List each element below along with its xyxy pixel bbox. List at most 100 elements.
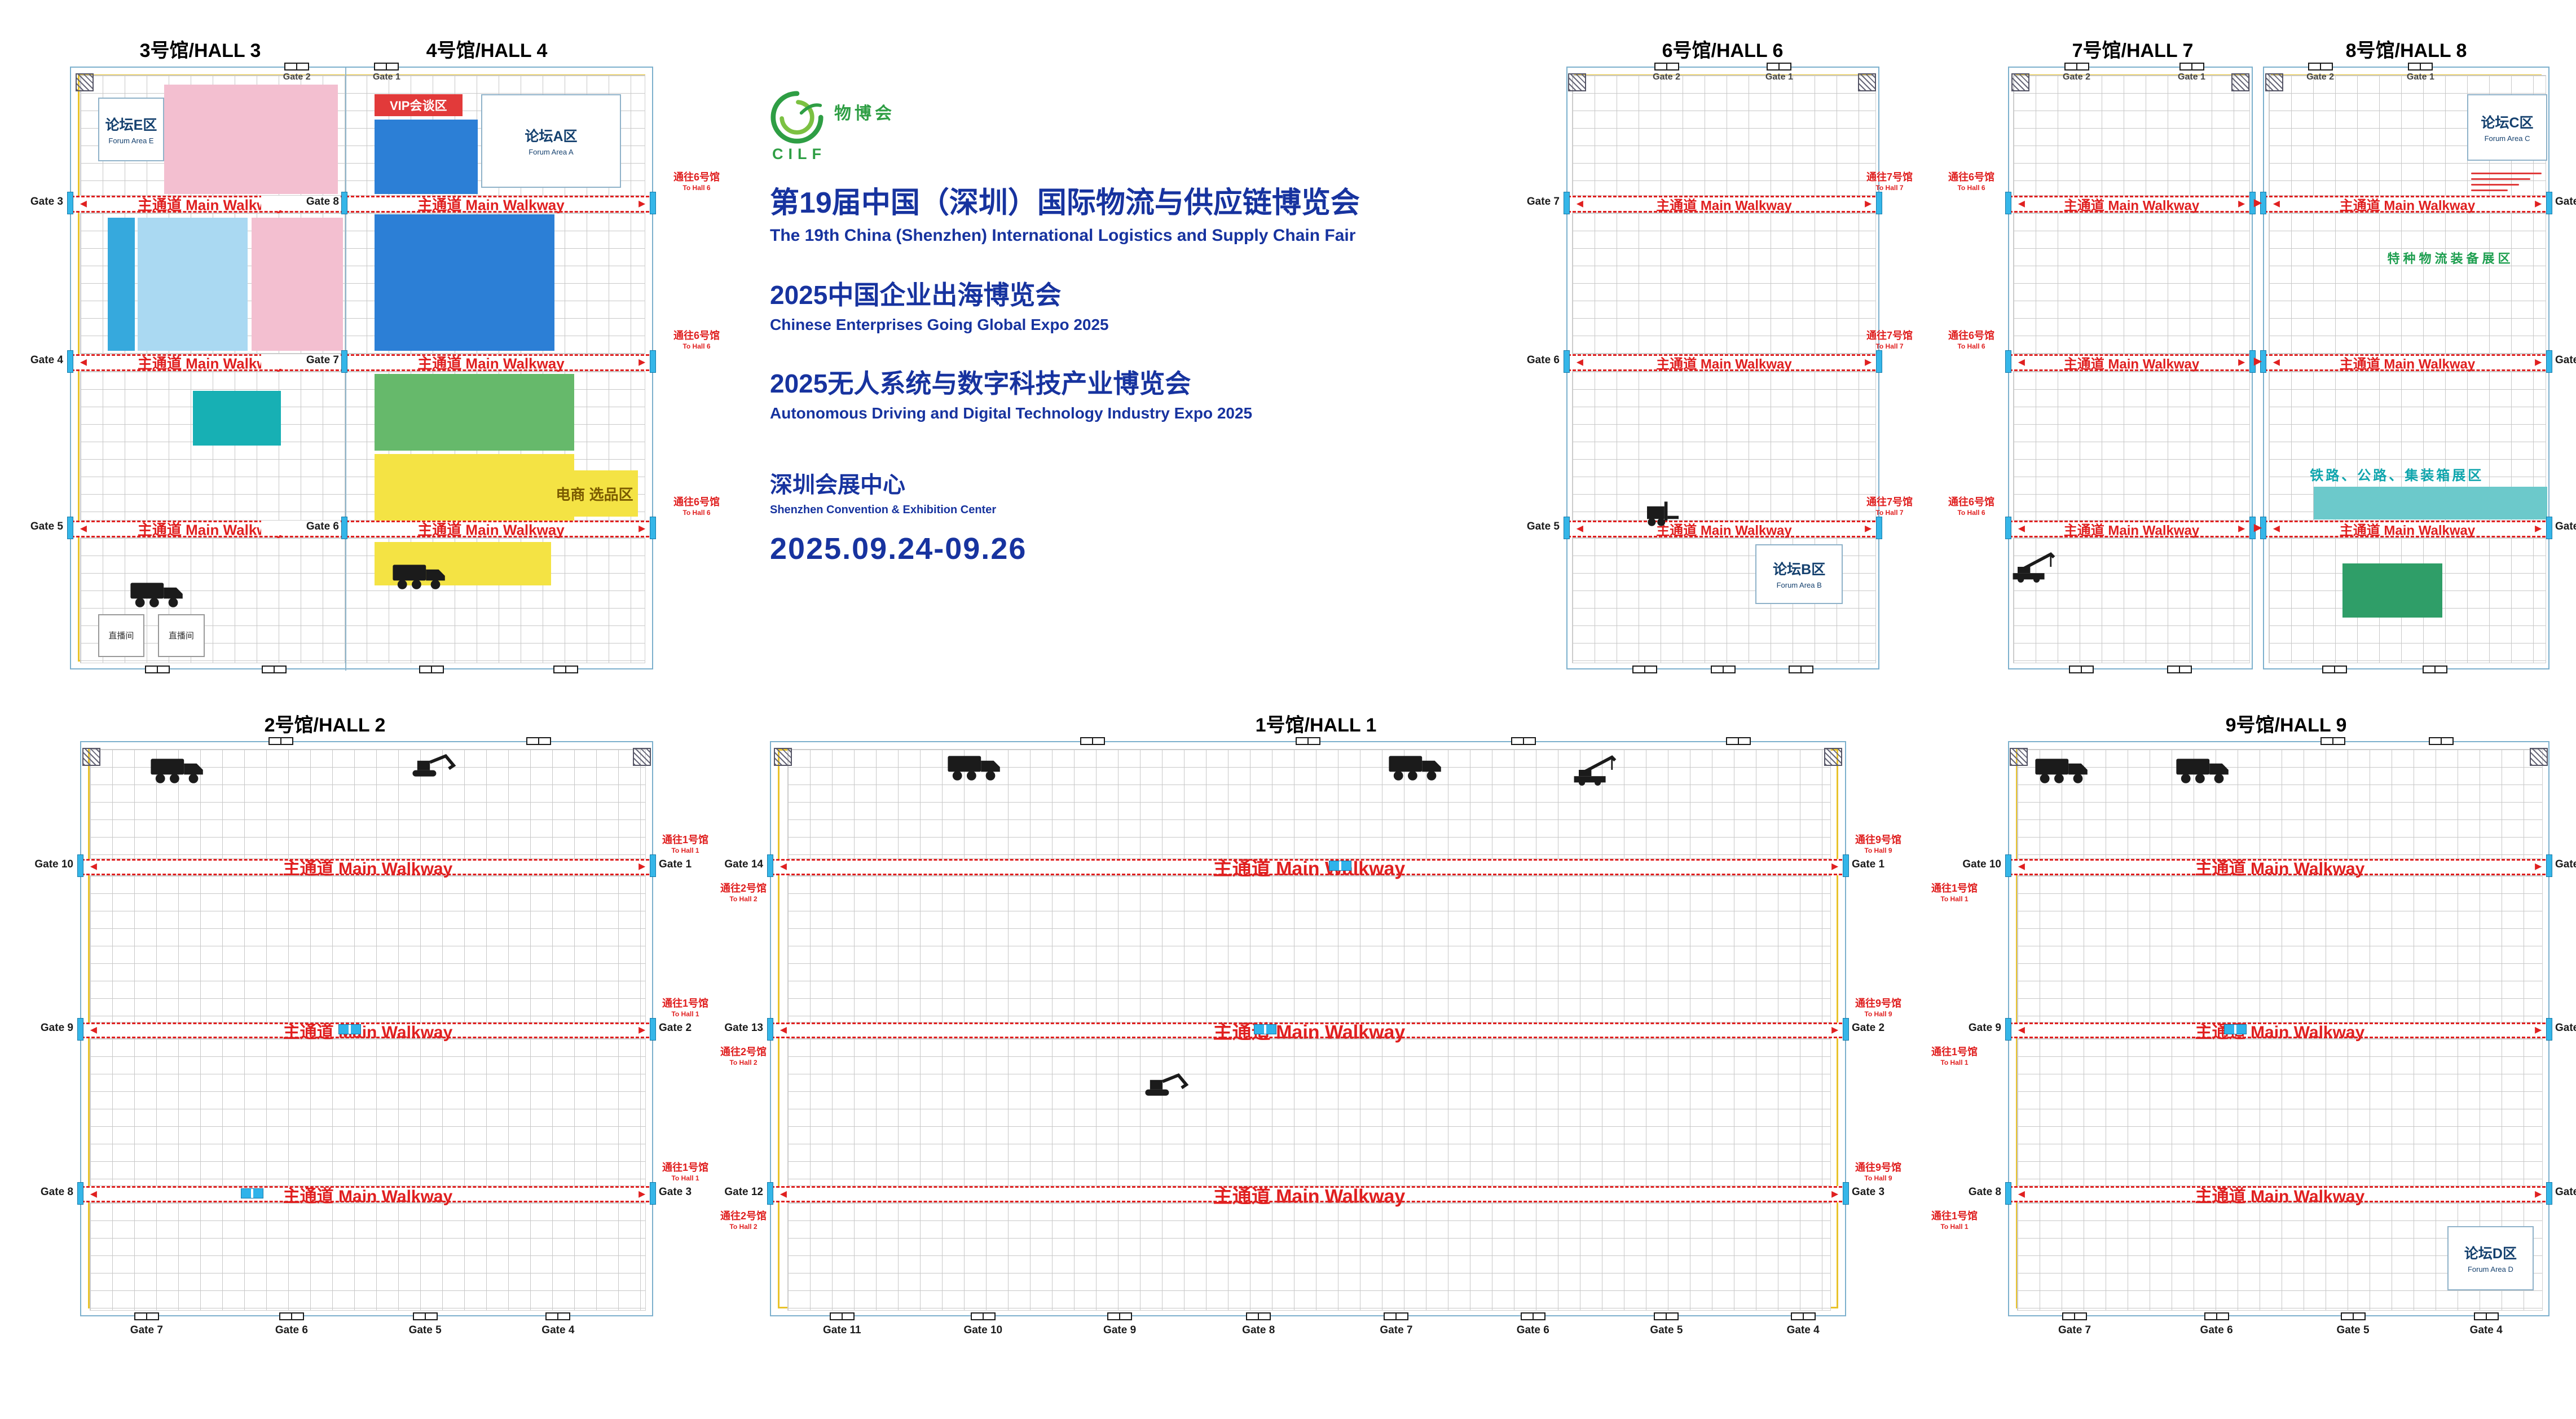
gate-label: Gate 1 bbox=[372, 72, 400, 82]
event-2-title-zh: 2025中国企业出海博览会 bbox=[770, 280, 1062, 310]
gate-door-icon bbox=[2260, 192, 2266, 215]
event-dates: 2025.09.24-09.26 bbox=[770, 531, 1027, 566]
walkway-label: 主通道 Main Walkway bbox=[1656, 523, 1792, 539]
connector-en: To Hall 6 bbox=[682, 184, 711, 192]
walkway-label: 主通道 Main Walkway bbox=[137, 196, 285, 214]
hall-block-hall-8: 主通道 Main Walkway◄►主通道 Main Walkway◄►主通道 … bbox=[2263, 67, 2551, 669]
booth-section bbox=[90, 875, 646, 1023]
gate-label: Gate 6 bbox=[2200, 1324, 2233, 1336]
walkway-label: 主通道 Main Walkway bbox=[2195, 860, 2365, 879]
gate-label: Gate 14 bbox=[724, 858, 763, 871]
crane-icon bbox=[2009, 551, 2066, 583]
zone-grid bbox=[374, 214, 555, 351]
connector-zh: 通往6号馆 bbox=[1948, 496, 1994, 508]
gate-door-icon bbox=[2005, 1018, 2011, 1041]
walkway-arrow-right-icon: ► bbox=[636, 356, 648, 369]
door-icon bbox=[2069, 666, 2094, 673]
walkway-arrow-right-icon: ► bbox=[636, 860, 648, 873]
door-icon bbox=[2340, 1312, 2366, 1320]
walkway-label: 主通道 Main Walkway bbox=[2339, 523, 2476, 539]
walkway-arrow-left-icon: ◄ bbox=[2271, 197, 2282, 210]
walkway-arrow-left-icon: ◄ bbox=[2016, 1188, 2027, 1201]
walkway-label: 主通道 Main Walkway bbox=[417, 521, 565, 539]
hall-title: 4号馆/HALL 4 bbox=[426, 40, 548, 61]
gate-door-icon bbox=[1876, 516, 1882, 539]
connector-en: To Hall 9 bbox=[1864, 1174, 1892, 1182]
stairs-icon bbox=[1857, 73, 1876, 91]
gate-label: Gate 4 bbox=[2469, 1324, 2503, 1336]
gate-door-icon bbox=[1564, 516, 1570, 539]
gate-door-icon bbox=[1564, 192, 1570, 215]
connector-en: To Hall 7 bbox=[1875, 342, 1904, 350]
walkway-arrow-right-icon: ► bbox=[636, 1024, 648, 1037]
stairs-icon bbox=[2529, 748, 2548, 766]
connector-en: To Hall 6 bbox=[682, 509, 711, 517]
title-block: 物博会 CILF 第19届中国（深圳）国际物流与供应链博览会 The 19th … bbox=[770, 90, 1875, 566]
connector-zh: 通往9号馆 bbox=[1855, 834, 1901, 845]
gate-label: Gate 2 bbox=[2555, 354, 2576, 366]
hall-title: 7号馆/HALL 7 bbox=[2072, 40, 2194, 61]
gate-door-icon bbox=[2249, 350, 2256, 373]
gate-label: Gate 3 bbox=[2555, 1186, 2576, 1198]
connector-zh: 通往6号馆 bbox=[673, 496, 720, 508]
hall-title: 6号馆/HALL 6 bbox=[1662, 40, 1784, 61]
gate-label: Gate 2 bbox=[659, 1022, 692, 1034]
connector-zh: 通往1号馆 bbox=[662, 834, 708, 845]
gate-door-icon bbox=[67, 192, 73, 215]
walkway-arrow-right-icon: ► bbox=[2236, 197, 2247, 210]
gate-door-icon bbox=[67, 350, 73, 373]
walkway-label: 主通道 Main Walkway bbox=[1656, 356, 1792, 372]
door-icon bbox=[279, 1312, 304, 1320]
walkway-label: 主通道 Main Walkway bbox=[1213, 1186, 1406, 1208]
gate-label: Gate 8 bbox=[1968, 1186, 2001, 1198]
zone-grid bbox=[108, 218, 135, 351]
gate-door-icon bbox=[650, 350, 656, 373]
gate-label: Gate 1 bbox=[2555, 858, 2576, 871]
connector-zh: 通往6号馆 bbox=[1948, 171, 1994, 183]
gate-door-icon bbox=[650, 1018, 656, 1041]
door-icon bbox=[2062, 1312, 2088, 1320]
main-walkway: 主通道 Main Walkway◄► bbox=[2009, 1022, 2551, 1042]
connector-en: To Hall 1 bbox=[1940, 1059, 1969, 1067]
zone-label: 电商 选品区 bbox=[551, 470, 639, 517]
walkway-arrow-right-icon: ► bbox=[1829, 1024, 1840, 1037]
gate-label: Gate 5 bbox=[1650, 1324, 1683, 1336]
gate-door-icon bbox=[650, 192, 656, 215]
booth-section bbox=[2017, 749, 2543, 860]
gate-label: Gate 12 bbox=[724, 1186, 763, 1198]
gate-label: Gate 2 bbox=[2555, 1022, 2576, 1034]
hall-title: 1号馆/HALL 1 bbox=[1255, 715, 1377, 736]
service-desk bbox=[240, 1188, 263, 1198]
booth-section bbox=[2013, 74, 2251, 196]
gate-label: Gate 9 bbox=[1968, 1022, 2001, 1034]
main-walkway: 主通道 Main Walkway◄► bbox=[771, 858, 1847, 880]
booth-section bbox=[787, 1038, 1831, 1187]
door-icon bbox=[1384, 1312, 1409, 1320]
connector-en: To Hall 2 bbox=[729, 895, 758, 903]
door-icon bbox=[145, 666, 170, 673]
forklift-icon bbox=[1639, 497, 1695, 528]
door-icon bbox=[526, 737, 551, 745]
walkway-label: 主通道 Main Walkway bbox=[2195, 1023, 2365, 1042]
gate-label: Gate 6 bbox=[261, 520, 339, 535]
door-icon bbox=[1520, 1312, 1545, 1320]
gate-door-icon bbox=[2005, 192, 2011, 215]
truck-icon bbox=[391, 560, 448, 592]
walkway-arrow-right-icon: ► bbox=[2533, 197, 2544, 210]
connector-en: To Hall 1 bbox=[1940, 1223, 1969, 1231]
connector-zh: 通往9号馆 bbox=[1855, 1162, 1901, 1173]
main-walkway: 主通道 Main Walkway◄► bbox=[81, 1022, 654, 1042]
hall-block-hall-6: 主通道 Main Walkway◄►主通道 Main Walkway◄►主通道 … bbox=[1566, 67, 1881, 669]
walkway-connector-arrow: ► bbox=[2251, 195, 2265, 210]
venue-name-en: Shenzhen Convention & Exhibition Center bbox=[770, 503, 997, 516]
hall-block-hall-1: 主通道 Main Walkway◄►主通道 Main Walkway◄►主通道 … bbox=[770, 741, 1847, 1316]
truck-icon bbox=[1388, 751, 1444, 783]
truck-icon bbox=[2034, 754, 2090, 786]
gate-label: Gate 1 bbox=[1765, 72, 1793, 82]
walkway-label: 主通道 Main Walkway bbox=[417, 196, 565, 214]
gate-label: Gate 1 bbox=[2406, 72, 2434, 82]
